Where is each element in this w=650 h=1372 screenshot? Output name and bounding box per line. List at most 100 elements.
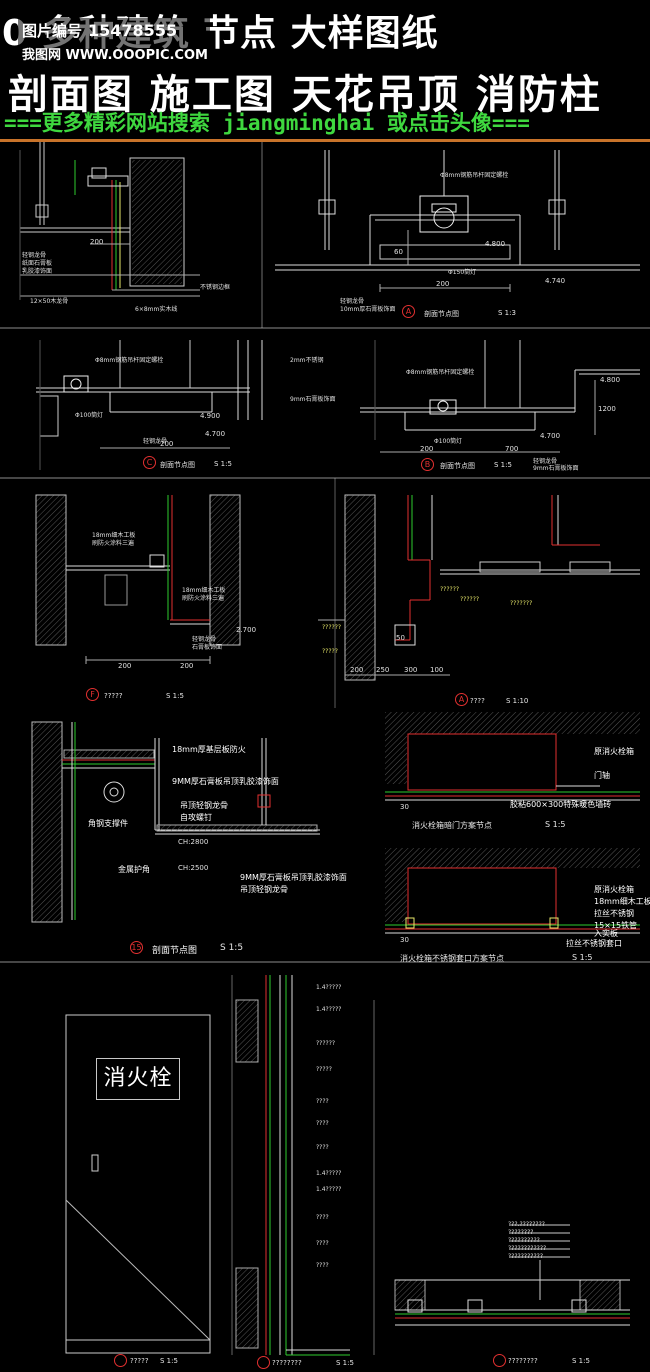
dim-C-200: 200 — [160, 440, 174, 448]
label-15-3: 自攻螺钉 — [180, 813, 212, 822]
label-B-0: Φ8mm钢筋吊杆固定螺栓 — [406, 369, 475, 376]
banner-title-line2: 剖面图 施工图 天花吊顶 消防柱 — [8, 72, 602, 118]
scale-door: S 1:5 — [545, 820, 566, 829]
dim-B-200: 200 — [420, 445, 434, 453]
label-A-2: 轻钢龙骨 — [340, 298, 365, 305]
dim-A-4800: 4.800 — [485, 240, 506, 248]
label-15-0: 18mm厚基层板防火 — [172, 745, 246, 754]
tag-row5-mid-0: 1.4????? — [316, 984, 342, 991]
label-F-2: 18mm细木工板 — [182, 587, 226, 594]
dim-A-200: 200 — [436, 280, 450, 288]
caption-B: 剖面节点图 — [440, 462, 475, 470]
label-A-0: Φ8mm钢筋吊杆固定螺栓 — [440, 172, 509, 179]
tag-row5-right-4: ??????????? — [508, 1253, 544, 1260]
scale-F: S 1:5 — [166, 692, 184, 700]
caption-row5-mid: ???????? — [272, 1359, 302, 1367]
label-frame-5: 拉丝不锈钢套口 — [566, 939, 622, 948]
fire-hydrant-sign: 消火栓 — [96, 1058, 180, 1100]
tag-row5-mid-9: ???? — [316, 1214, 329, 1221]
label-A2-3: ?????? — [322, 624, 342, 631]
section-marker-B: B — [421, 458, 434, 471]
caption-A: 剖面节点图 — [424, 310, 459, 318]
dim-B-4700: 4.700 — [540, 432, 561, 440]
tag-row5-right-2: ?????????? — [508, 1237, 540, 1244]
label-A2-0: ?????? — [440, 586, 460, 593]
scale-A2: S 1:10 — [506, 697, 529, 705]
label-frame-4: 入实板 — [594, 929, 618, 938]
label-F-3: 刷防火涂料三遍 — [182, 595, 225, 602]
label-C-1: 2mm不锈钢 — [290, 357, 324, 364]
label-B-2: 轻钢龙骨 — [533, 458, 558, 465]
section-marker-F: F — [86, 688, 99, 701]
label-A-1: Φ150筒灯 — [448, 269, 477, 276]
dim-15-ch2800: CH:2800 — [178, 838, 209, 846]
label-15-5: 9MM厚石膏板吊顶乳胶漆饰面 — [240, 873, 347, 882]
label-B-1: Φ100筒灯 — [434, 438, 463, 445]
tag-row5-right-0: ???.???????? — [508, 1221, 545, 1228]
tag-row5-mid-3: ????? — [316, 1066, 332, 1073]
tag-row5-mid-5: ???? — [316, 1120, 329, 1127]
label-A2-2: ??????? — [510, 600, 533, 607]
label-door-0: 原消火栓箱 — [594, 747, 634, 756]
label-F-5: 石膏板饰面 — [192, 644, 223, 651]
label-topleft-wood-batten: 12×50木龙骨 — [30, 298, 69, 305]
scale-15: S 1:5 — [220, 943, 244, 953]
scale-row5-left: S 1:5 — [160, 1357, 178, 1365]
caption-row5-left: ????? — [130, 1357, 149, 1365]
dim-A2-300: 300 — [404, 666, 418, 674]
label-frame-2: 拉丝不锈钢 — [594, 909, 634, 918]
section-marker-A2: A — [455, 693, 468, 706]
label-F-4: 轻钢龙骨 — [192, 636, 217, 643]
section-marker-row5-left — [114, 1354, 127, 1367]
section-marker-15: 15 — [130, 941, 143, 954]
label-A2-1: ?????? — [460, 596, 480, 603]
label-A2-4: ????? — [322, 648, 338, 655]
scale-row5-mid: S 1:5 — [336, 1359, 354, 1367]
section-marker-A: A — [402, 305, 415, 318]
dim-A-4740: 4.740 — [545, 277, 566, 285]
label-B-3: 9mm石膏板饰面 — [533, 465, 579, 472]
dim-A2-200: 200 — [350, 666, 364, 674]
label-15-4: 金属护角 — [118, 865, 150, 874]
label-C-2: Φ100筒灯 — [75, 412, 104, 419]
caption-row5-right: ???????? — [508, 1357, 538, 1365]
label-F-1: 刷防火涂料三遍 — [92, 540, 135, 547]
caption-15: 剖面节点图 — [152, 946, 198, 956]
tag-row5-right-1: ???????? — [508, 1229, 534, 1236]
label-15-7: 角钢支撑件 — [88, 819, 128, 828]
scale-B: S 1:5 — [494, 461, 512, 469]
caption-C: 剖面节点图 — [160, 461, 195, 469]
tag-row5-mid-4: ???? — [316, 1098, 329, 1105]
label-frame-1: 18mm细木工板 — [594, 897, 650, 906]
scale-row5-right: S 1:5 — [572, 1357, 590, 1365]
tag-row5-mid-2: ?????? — [316, 1040, 336, 1047]
dim-F-200a: 200 — [118, 662, 132, 670]
watermark-id-number: 15478555 — [88, 21, 178, 40]
label-topleft-0: 轻钢龙骨 — [22, 252, 47, 259]
dim-C-4700: 4.700 — [205, 430, 226, 438]
dim-B-1200: 1200 — [598, 405, 616, 413]
label-C-0: Φ8mm钢筋吊杆固定螺栓 — [95, 357, 164, 364]
label-topleft-3: 不锈钢边框 — [200, 284, 231, 291]
dim-A-60: 60 — [394, 248, 403, 256]
dim-A2-100: 100 — [430, 666, 444, 674]
label-frame-0: 原消火栓箱 — [594, 885, 634, 894]
label-door-1: 门轴 — [594, 771, 610, 780]
label-door-2: 胶粘600×300特殊暖色墙砖 — [510, 800, 612, 809]
label-F-0: 18mm细木工板 — [92, 532, 136, 539]
label-C-4: 9mm石膏板饰面 — [290, 396, 336, 403]
banner-subtitle-link[interactable]: ===更多精彩网站搜索 jiangminghai 或点击头像=== — [4, 111, 530, 135]
caption-A2: ???? — [470, 697, 485, 705]
dim-15-ch2500: CH:2500 — [178, 864, 209, 872]
tag-row5-mid-6: ???? — [316, 1144, 329, 1151]
dim-B-700: 700 — [505, 445, 519, 453]
dim-C-4900: 4.900 — [200, 412, 221, 420]
label-15-1: 9MM厚石膏板吊顶乳胶漆饰面 — [172, 777, 279, 786]
tag-row5-mid-1: 1.4????? — [316, 1006, 342, 1013]
label-15-2: 吊顶轻钢龙骨 — [180, 801, 228, 810]
section-marker-row5-right — [493, 1354, 506, 1367]
label-topleft-wood-trim: 6×8mm实木线 — [135, 306, 178, 313]
watermark-site: 我图网 WWW.OOOPIC.COM — [22, 48, 208, 63]
dim-F-200b: 200 — [180, 662, 194, 670]
